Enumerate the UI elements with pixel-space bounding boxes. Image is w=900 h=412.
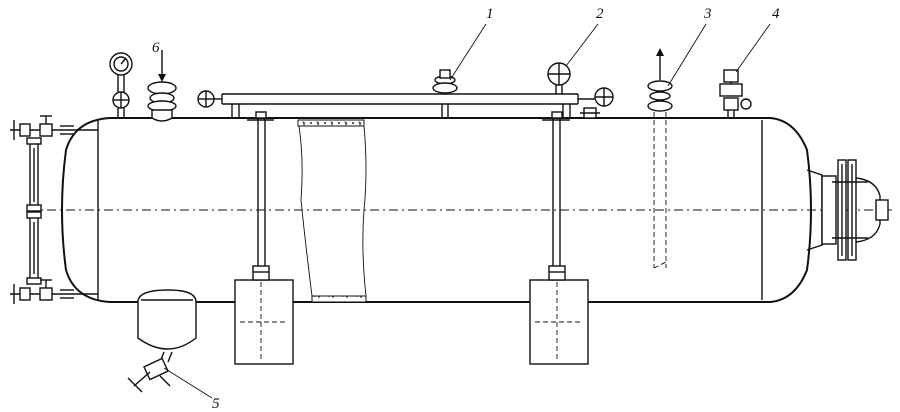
left-valve-lower xyxy=(10,279,98,304)
label-6: 6 xyxy=(152,40,160,56)
item-4-valve xyxy=(719,69,752,118)
label-3: 3 xyxy=(703,6,712,22)
left-valve-upper xyxy=(10,115,98,140)
leader-lines xyxy=(163,23,771,399)
level-gauge-upper xyxy=(26,137,42,212)
item-1-nozzle xyxy=(432,69,458,94)
internal-insert xyxy=(297,119,367,303)
label-1: 1 xyxy=(486,6,494,22)
pipe-valve-left xyxy=(197,90,222,108)
pressure-gauge-icon xyxy=(109,52,133,118)
vessel-shell xyxy=(28,117,895,303)
label-5: 5 xyxy=(212,396,220,412)
pipe-valve-right xyxy=(578,87,614,119)
item-3-outlet xyxy=(647,48,673,269)
support-left xyxy=(234,265,294,365)
level-gauge-lower xyxy=(26,211,42,285)
right-manhole xyxy=(806,159,889,261)
inlet-nozzle xyxy=(147,50,177,122)
inner-pipes xyxy=(247,111,570,270)
label-2: 2 xyxy=(596,6,604,22)
support-right xyxy=(529,265,589,365)
label-4: 4 xyxy=(772,6,780,22)
item-2-valve xyxy=(547,62,571,94)
top-pipe xyxy=(221,93,579,118)
bottom-sump xyxy=(127,289,197,393)
